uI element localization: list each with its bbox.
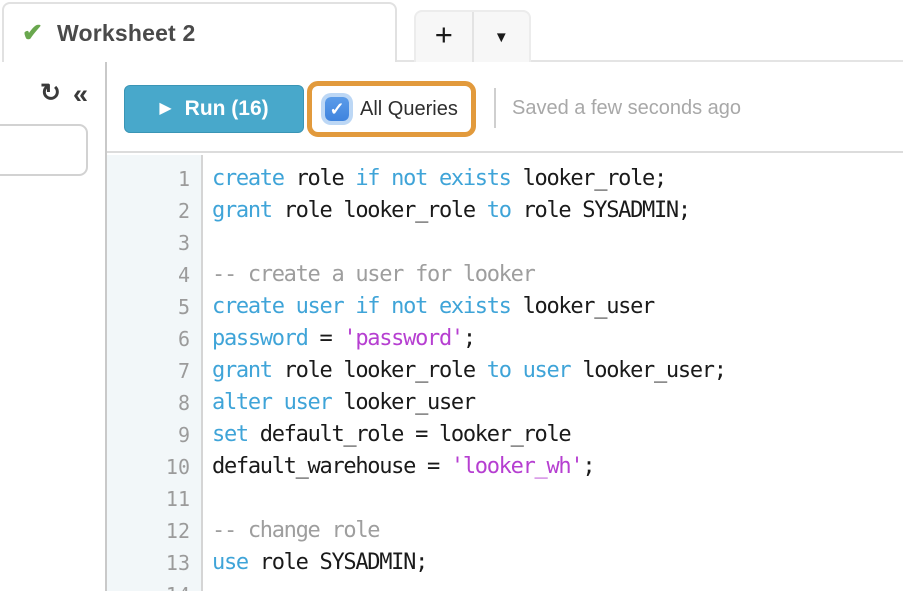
- all-queries-checkbox[interactable]: ✓ All Queries: [307, 81, 476, 137]
- new-worksheet-button[interactable]: +: [416, 12, 474, 62]
- tab-actions-group: + ▼: [414, 10, 531, 62]
- code-line: 12 -- change role: [107, 515, 903, 547]
- code-text: -- create a user for looker: [212, 262, 536, 287]
- code-text: use role SYSADMIN;: [212, 550, 428, 575]
- object-browser-sidebar: ↻ «: [0, 62, 106, 591]
- code-text: grant role looker_role to role SYSADMIN;: [212, 198, 691, 223]
- tab-worksheet-2[interactable]: ✔ Worksheet 2: [2, 2, 397, 62]
- line-number: 13: [165, 551, 190, 575]
- code-line: 14: [107, 579, 903, 591]
- sql-editor[interactable]: 1 create role if not exists looker_role; 2…: [107, 155, 903, 591]
- code-line: 11: [107, 483, 903, 515]
- line-number: 4: [177, 263, 190, 287]
- line-number: 7: [177, 359, 190, 383]
- code-line: 13 use role SYSADMIN;: [107, 547, 903, 579]
- line-number: 1: [177, 167, 190, 191]
- code-text: [203, 483, 212, 515]
- line-number: 2: [177, 199, 190, 223]
- line-number: 8: [177, 391, 190, 415]
- code-lines: 1 create role if not exists looker_role; 2…: [107, 163, 903, 591]
- caret-down-icon: ▼: [493, 28, 509, 46]
- code-text: -- change role: [212, 518, 381, 543]
- code-text: password = 'password';: [212, 326, 476, 351]
- worksheet-menu-button[interactable]: ▼: [474, 12, 530, 62]
- run-button[interactable]: ▶ Run (16): [124, 85, 304, 133]
- sidebar-divider: [105, 62, 107, 591]
- plus-icon: +: [434, 17, 453, 52]
- code-line: 5 create user if not exists looker_user: [107, 291, 903, 323]
- checkbox-checked-icon: ✓: [325, 97, 349, 121]
- code-line: 9 set default_role = looker_role: [107, 419, 903, 451]
- all-queries-label: All Queries: [360, 97, 458, 120]
- code-text: [203, 227, 212, 259]
- checkmark-icon: ✓: [329, 99, 345, 119]
- line-number-gutter: [107, 155, 203, 591]
- collapse-sidebar-button[interactable]: «: [72, 79, 88, 110]
- code-line: 8 alter user looker_user: [107, 387, 903, 419]
- saved-status: Saved a few seconds ago: [512, 97, 742, 119]
- code-text: grant role looker_role to user looker_us…: [212, 358, 727, 383]
- collapse-icon: «: [72, 79, 88, 109]
- code-line: 7 grant role looker_role to user looker_u…: [107, 355, 903, 387]
- tab-title: Worksheet 2: [56, 19, 196, 46]
- sidebar-toolbar: ↻ «: [0, 79, 100, 110]
- code-line: 4 -- create a user for looker: [107, 259, 903, 291]
- code-text: alter user looker_user: [212, 390, 476, 415]
- worksheet-toolbar: ▶ Run (16) ✓ All Queries Saved a few sec…: [107, 62, 903, 153]
- code-text: set default_role = looker_role: [212, 422, 572, 447]
- code-text: [203, 579, 212, 591]
- line-number: 12: [165, 519, 190, 543]
- line-number: 9: [177, 423, 190, 447]
- saved-check-icon: ✔: [22, 18, 43, 47]
- code-line: 1 create role if not exists looker_role;: [107, 163, 903, 195]
- code-text: create user if not exists looker_user: [212, 294, 655, 319]
- code-line: 3: [107, 227, 903, 259]
- line-number: 6: [177, 327, 190, 351]
- line-number: 11: [165, 487, 190, 511]
- code-text: default_warehouse = 'looker_wh';: [212, 454, 596, 479]
- run-button-label: Run (16): [184, 97, 269, 120]
- line-number: 3: [177, 231, 190, 255]
- sidebar-panel-box: [0, 124, 88, 176]
- code-line: 6 password = 'password';: [107, 323, 903, 355]
- refresh-button[interactable]: ↻: [40, 79, 61, 110]
- play-icon: ▶: [159, 100, 172, 117]
- line-number: 5: [177, 295, 190, 319]
- code-text: create role if not exists looker_role;: [212, 166, 667, 191]
- refresh-icon: ↻: [40, 79, 61, 107]
- line-number: 10: [165, 455, 190, 479]
- code-line: 10 default_warehouse = 'looker_wh';: [107, 451, 903, 483]
- code-line: 2 grant role looker_role to role SYSADMIN…: [107, 195, 903, 227]
- line-number: 14: [107, 579, 203, 591]
- toolbar-separator: [494, 88, 496, 128]
- tab-bar: ✔ Worksheet 2 + ▼: [0, 0, 903, 62]
- tab-bar-underline: [397, 60, 903, 62]
